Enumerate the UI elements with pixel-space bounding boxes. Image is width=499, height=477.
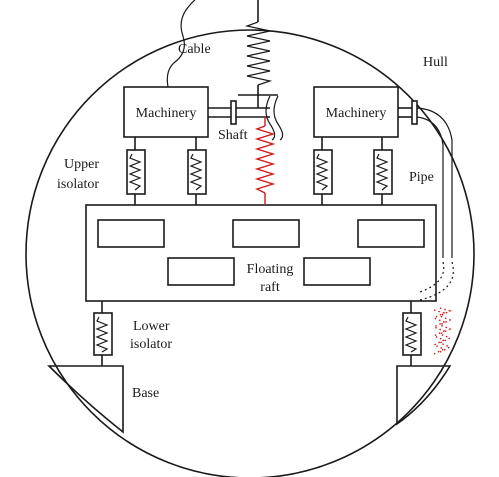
label-shaft: Shaft [218, 128, 248, 143]
upper-isolator-1 [126, 137, 146, 205]
red-vibration-dots [432, 307, 452, 355]
cable [166, 0, 196, 88]
label-upper-isolator-line1: Upper [64, 157, 99, 172]
raft-cutout-2 [232, 219, 300, 248]
upper-spring [238, 0, 278, 108]
label-lower-isolator-line2: isolator [130, 337, 172, 352]
hull-outline [25, 29, 475, 477]
pipe [398, 100, 454, 301]
label-machinery-left: Machinery [136, 106, 197, 121]
lower-isolator-left [93, 301, 113, 366]
label-cable: Cable [178, 42, 211, 57]
base-right [396, 365, 452, 426]
label-upper-isolator-line2: isolator [57, 177, 99, 192]
raft-cutout-4 [167, 257, 235, 286]
label-floating-raft-line1: Floating [247, 262, 294, 277]
upper-isolator-4 [373, 137, 393, 205]
label-hull: Hull [423, 55, 448, 70]
red-spring [254, 117, 276, 205]
label-lower-isolator-line1: Lower [133, 319, 170, 334]
raft-cutout-1 [97, 219, 165, 248]
machinery-left [123, 86, 209, 138]
raft-cutout-3 [357, 219, 425, 248]
raft-cutout-5 [303, 257, 371, 286]
shaft [208, 95, 284, 141]
upper-isolator-3 [313, 137, 333, 205]
label-machinery-right: Machinery [326, 106, 387, 121]
machinery-right [313, 86, 399, 138]
lower-isolator-right [402, 301, 422, 366]
label-base: Base [132, 386, 159, 401]
upper-isolator-2 [187, 137, 207, 205]
label-pipe: Pipe [409, 170, 434, 185]
label-floating-raft-line2: raft [260, 280, 280, 295]
base-left [47, 365, 124, 434]
